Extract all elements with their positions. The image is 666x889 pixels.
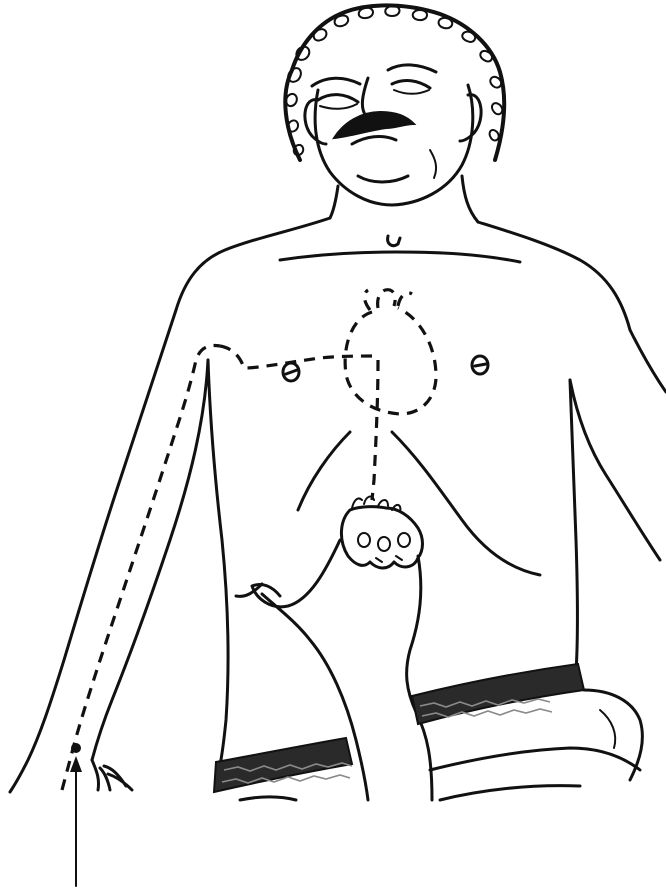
left-arm-outer <box>10 310 176 792</box>
mouth <box>352 137 396 144</box>
waistband <box>214 664 584 792</box>
left-hand <box>92 760 132 790</box>
waistband-left <box>214 738 352 792</box>
moustache <box>334 112 414 138</box>
torso <box>208 356 578 765</box>
left-eye <box>318 95 358 102</box>
neck-and-shoulders <box>176 176 630 330</box>
dashed-pathway <box>62 346 378 790</box>
left-arm-inner <box>92 360 208 760</box>
left-nipple <box>283 363 299 381</box>
chest-pathway <box>220 346 378 368</box>
costal-margin-right <box>392 432 540 575</box>
right-arm <box>570 330 666 560</box>
heart-outline <box>345 290 436 414</box>
costal-margin-left <box>298 432 350 510</box>
right-eye <box>392 81 430 88</box>
left-arm <box>10 310 208 792</box>
examiner-forearm-right <box>407 556 432 800</box>
entry-site-dot <box>71 743 81 753</box>
collarbone <box>280 252 520 262</box>
epigastric-pathway <box>372 360 378 500</box>
pointer-arrow <box>70 756 82 886</box>
torso-right-side <box>570 380 578 672</box>
right-arm-inner <box>570 380 660 560</box>
head <box>285 5 504 205</box>
suprasternal-notch <box>388 236 400 246</box>
right-arm-outer <box>630 330 666 392</box>
torso-left-side <box>208 360 228 765</box>
right-nipple <box>472 356 488 374</box>
